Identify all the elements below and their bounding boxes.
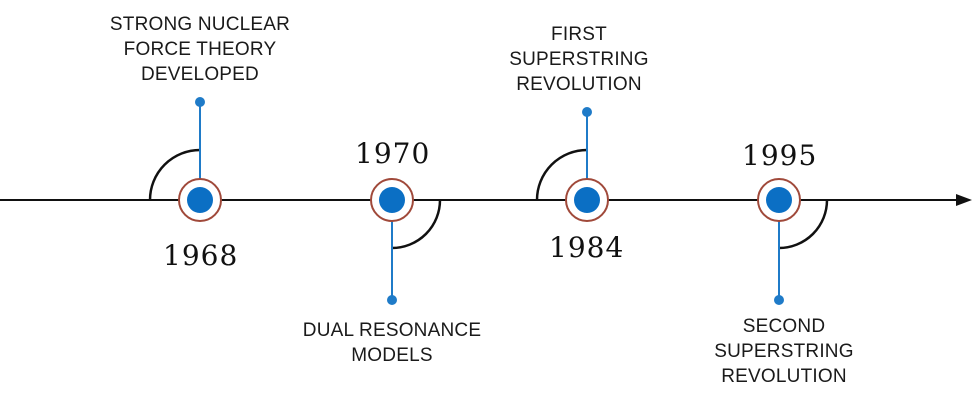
- event-1984-marker-dot: [574, 187, 600, 213]
- event-1995-connector-end: [774, 295, 784, 305]
- event-1968-connector-end: [195, 97, 205, 107]
- event-1995-arc: [778, 199, 829, 250]
- event-1995-label-line: SUPERSTRING: [714, 341, 854, 362]
- event-1995-label-line: REVOLUTION: [721, 366, 847, 387]
- event-1968-label-line: STRONG NUCLEAR: [109, 14, 291, 35]
- event-1970-label-line: MODELS: [351, 345, 433, 366]
- event-1970-connector-end: [387, 295, 397, 305]
- event-1970-marker-dot: [379, 187, 405, 213]
- event-1995-year: 1995: [742, 139, 818, 172]
- event-1968-year: 1968: [163, 239, 239, 272]
- event-1995-label: SECOND SUPERSTRING REVOLUTION: [684, 314, 884, 389]
- event-1970-year: 1970: [355, 137, 431, 170]
- event-1995-marker-dot: [766, 187, 792, 213]
- event-1968-marker-dot: [187, 187, 213, 213]
- event-1968-label-line: DEVELOPED: [141, 64, 259, 85]
- event-1970-label: DUAL RESONANCE MODELS: [262, 318, 522, 368]
- event-1984-year: 1984: [549, 231, 625, 264]
- event-1984-label-line: SUPERSTRING: [509, 49, 649, 70]
- event-1968-label: STRONG NUCLEAR FORCE THEORY DEVELOPED: [80, 12, 320, 87]
- event-1970-label-line: DUAL RESONANCE: [302, 320, 482, 341]
- event-1984-arc: [535, 148, 588, 201]
- event-1984-label-line: FIRST: [551, 24, 607, 45]
- event-1968-label-line: FORCE THEORY: [123, 39, 277, 60]
- event-1995-label-line: SECOND: [742, 316, 826, 337]
- event-1970-arc: [391, 199, 442, 250]
- event-1984-label-line: REVOLUTION: [516, 74, 642, 95]
- timeline-arrowhead: [956, 194, 972, 206]
- event-1968-arc: [148, 148, 201, 201]
- event-1984-label: FIRST SUPERSTRING REVOLUTION: [479, 22, 679, 97]
- event-1984-connector-end: [582, 107, 592, 117]
